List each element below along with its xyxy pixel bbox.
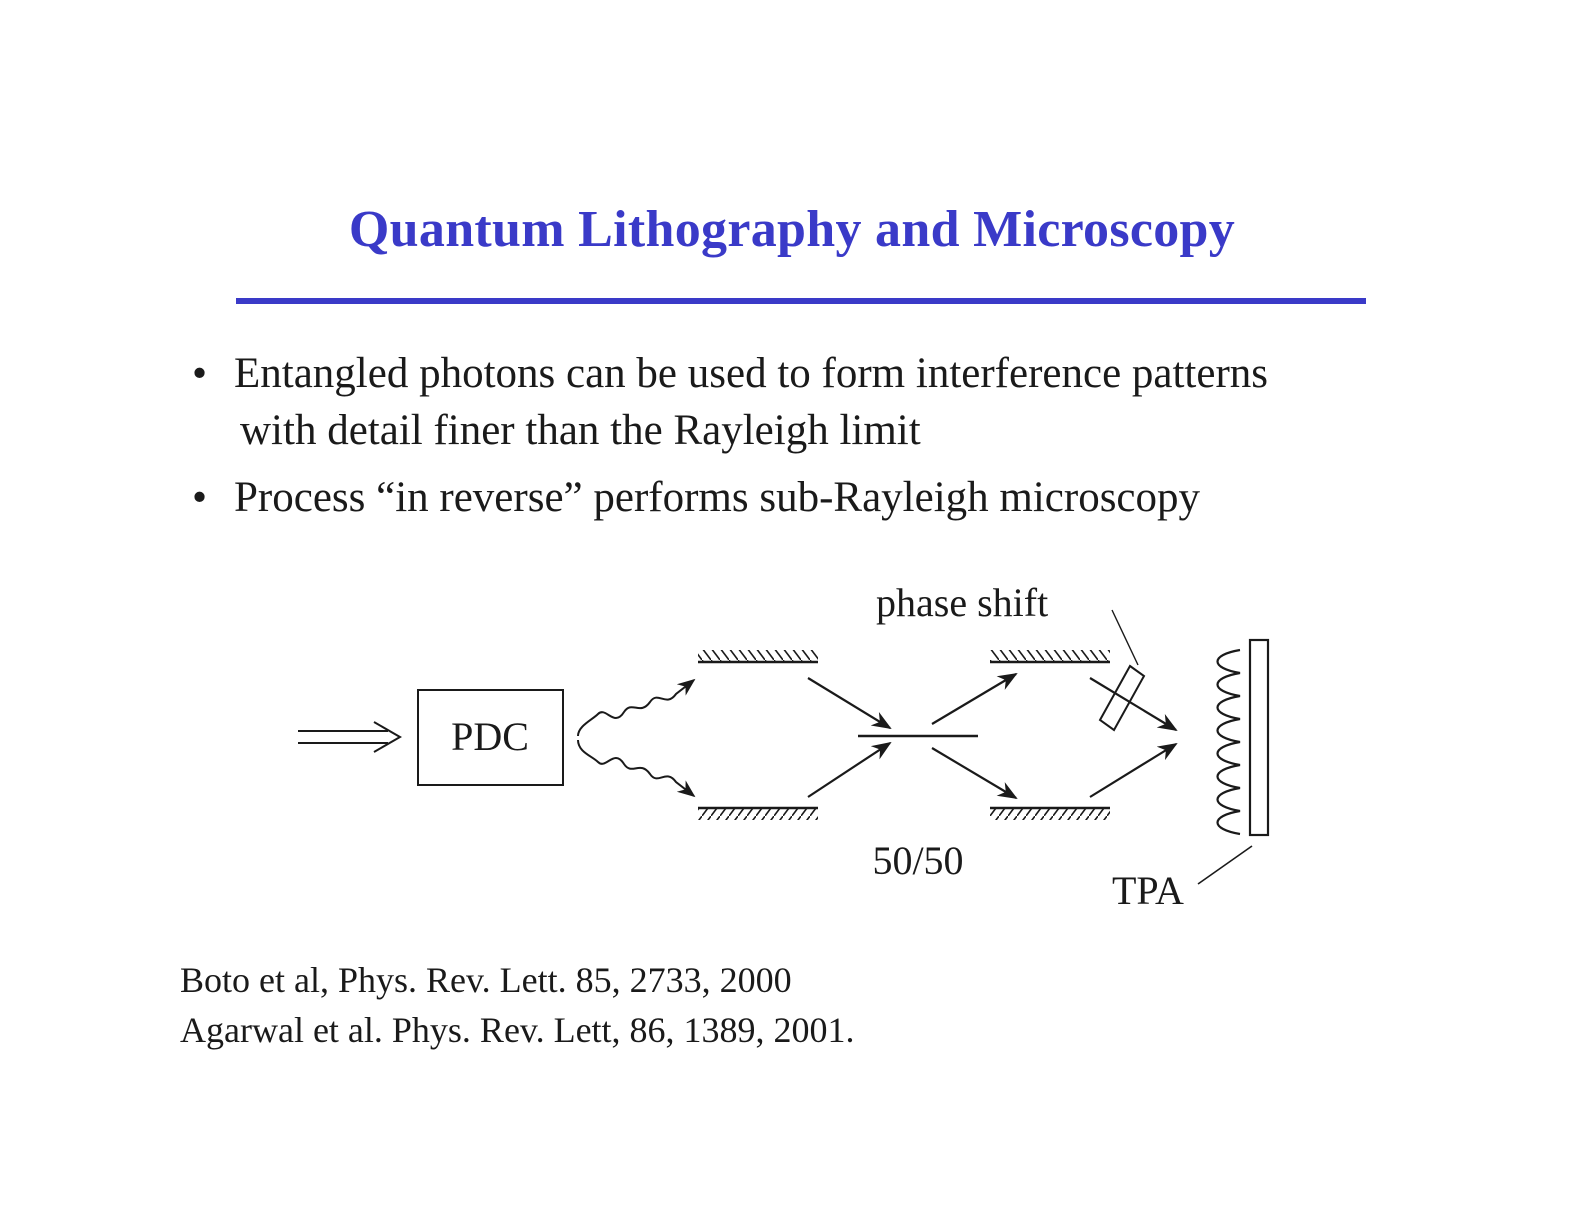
references: Boto et al, Phys. Rev. Lett. 85, 2733, 2… (180, 955, 855, 1055)
reference-line: Boto et al, Phys. Rev. Lett. 85, 2733, 2… (180, 960, 792, 1000)
interference-pattern (1216, 648, 1241, 836)
bullet-dot: • (192, 474, 208, 521)
input-pump-arrow (298, 721, 403, 753)
slide-title: Quantum Lithography and Microscopy (348, 201, 1236, 258)
tpa-leader (1197, 845, 1253, 885)
bullet-text: Process “in reverse” performs sub-Raylei… (234, 474, 1201, 521)
mirror-top-left (698, 650, 818, 664)
bullet-item: • Process “in reverse” performs sub-Rayl… (190, 469, 1410, 526)
phase-shifter (1098, 664, 1146, 732)
title-underline (236, 298, 1366, 304)
beam-arrow (931, 672, 1018, 725)
bullet-text: Entangled photons can be used to form in… (234, 350, 1269, 397)
beam-arrow (931, 747, 1018, 800)
bullet-list: • Entangled photons can be used to form … (190, 345, 1410, 536)
beam-arrow (1089, 742, 1178, 798)
tpa-label: TPA (1112, 868, 1184, 913)
photon-wave-upper (577, 678, 696, 737)
pdc-label: PDC (451, 714, 529, 759)
phase-shift-label: phase shift (876, 580, 1048, 625)
phase-shift-leader (1111, 609, 1139, 666)
bullet-text-continuation: with detail finer than the Rayleigh limi… (240, 407, 921, 454)
mirror-bottom-left (698, 806, 818, 820)
tpa-detector (1248, 638, 1270, 837)
mirror-bottom-right (990, 806, 1110, 820)
beam-arrow (1089, 677, 1178, 732)
beam-arrow (807, 677, 892, 730)
beam-arrow (807, 741, 892, 798)
bullet-dot: • (192, 350, 208, 397)
reference-line: Agarwal et al. Phys. Rev. Lett, 86, 1389… (180, 1010, 855, 1050)
mirror-top-right (990, 650, 1110, 664)
bullet-item: • Entangled photons can be used to form … (190, 345, 1410, 459)
photon-wave-lower (577, 739, 696, 798)
beam-splitter-label: 50/50 (872, 838, 963, 883)
pdc-box (417, 689, 564, 786)
